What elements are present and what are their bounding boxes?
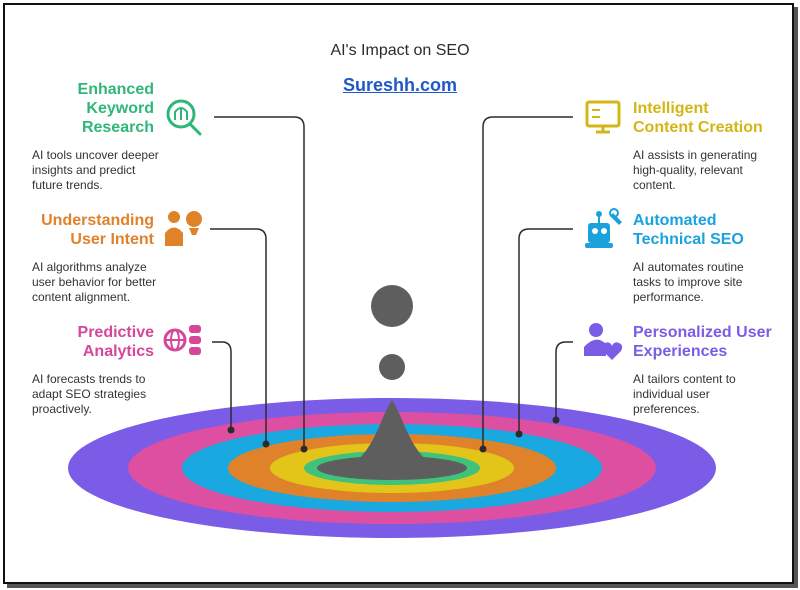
desc-user-intent: AI algorithms analyze user behavior for … [32, 260, 157, 304]
desc-technical-seo: AI automates routine tasks to improve si… [633, 260, 744, 304]
desc-predictive-analytics: AI forecasts trends to adapt SEO strateg… [32, 372, 147, 416]
connector-dot [300, 445, 308, 453]
droplet-small [379, 354, 405, 380]
connector-technical [518, 228, 573, 432]
connector-personalized [555, 341, 573, 418]
heading-content-creation: Intelligent Content Creation [633, 100, 763, 136]
desc-content-creation: AI assists in generating high-quality, r… [633, 148, 758, 192]
desc-keyword-research: AI tools uncover deeper insights and pre… [32, 148, 159, 192]
keyword-search-icon [166, 99, 202, 136]
user-heart-icon [584, 323, 623, 360]
splash-peak [330, 400, 454, 472]
heading-predictive-analytics: Predictive Analytics [77, 324, 154, 360]
connector-intent [210, 228, 267, 442]
connector-dot [262, 440, 270, 448]
site-link[interactable]: Sureshh.com [342, 75, 458, 95]
connector-content [482, 116, 573, 446]
connector-analytics [212, 341, 232, 428]
desc-personalized-experiences: AI tailors content to individual user pr… [633, 372, 736, 416]
connector-keyword [214, 116, 305, 446]
connector-dot [227, 426, 235, 434]
droplet-large [371, 285, 413, 327]
analytics-icon [163, 325, 201, 355]
heading-keyword-research: Enhanced Keyword Research [77, 81, 154, 136]
content-creation-icon [585, 100, 621, 134]
user-intent-icon [165, 211, 202, 246]
heading-technical-seo: Automated Technical SEO [633, 212, 744, 248]
heading-user-intent: Understanding User Intent [41, 212, 154, 248]
connector-dot [479, 445, 487, 453]
connector-dot [515, 430, 523, 438]
connector-dot [552, 416, 560, 424]
robot-icon [585, 208, 622, 248]
heading-personalized-experiences: Personalized User Experiences [633, 324, 772, 360]
diagram-title: AI's Impact on SEO [330, 42, 470, 59]
